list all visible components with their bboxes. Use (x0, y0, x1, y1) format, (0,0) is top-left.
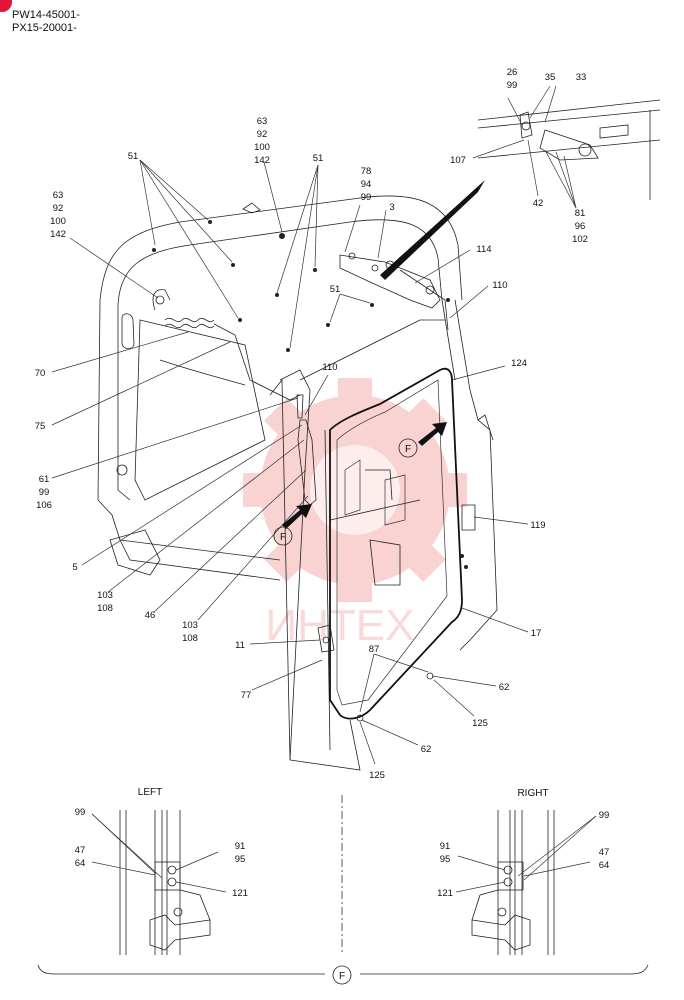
callout-108-a: 108 (97, 603, 113, 614)
callout-107: 107 (450, 155, 466, 166)
callout-106: 106 (36, 500, 52, 511)
callout-125-b: 125 (369, 770, 385, 781)
callout-26: 26 (507, 67, 518, 78)
detail-left-callout-95: 95 (235, 854, 246, 865)
detail-left-callout-99: 99 (75, 807, 86, 818)
callout-103-a: 103 (97, 590, 113, 601)
serial-range: PW14-45001- PX15-20001- (12, 10, 80, 34)
callout-63-left: 63 (53, 190, 64, 201)
view-arrows (282, 422, 447, 529)
serial-line-2: PX15-20001- (12, 22, 77, 34)
callout-100-top: 100 (254, 142, 270, 153)
callout-94: 94 (361, 179, 372, 190)
view-marker-left: F (280, 532, 286, 543)
bolt-markers (152, 220, 468, 569)
callout-11: 11 (235, 640, 245, 651)
callout-51-mid: 51 (313, 153, 324, 164)
callout-119: 119 (530, 520, 545, 531)
spring-assembly (152, 289, 301, 401)
view-marker-right: F (405, 444, 411, 455)
leader-lines (51, 85, 577, 765)
callout-125-a: 125 (472, 718, 488, 729)
view-circle-markers: F F (273, 438, 418, 546)
callout-99-inset: 99 (507, 80, 518, 91)
detail-right-callout-47: 47 (599, 847, 610, 858)
serial-line-1: PW14-45001- (12, 9, 80, 21)
callout-142-left: 142 (50, 229, 66, 240)
callout-51-right: 51 (330, 284, 341, 295)
callout-labels: 26 99 35 33 107 42 81 96 102 63 92 100 1… (35, 67, 588, 781)
detail-right-caption: RIGHT (517, 788, 548, 799)
detail-left: LEFT 99 47 64 91 95 121 (75, 787, 248, 955)
detail-right-callout-64: 64 (599, 860, 610, 871)
callout-62-b: 62 (421, 744, 432, 755)
callout-87: 87 (369, 644, 380, 655)
callout-17: 17 (531, 628, 542, 639)
callout-77: 77 (241, 690, 252, 701)
callout-99-top: 99 (361, 192, 372, 203)
callout-102: 102 (572, 234, 588, 245)
callout-3: 3 (389, 202, 394, 213)
callout-81: 81 (575, 208, 586, 219)
callout-5: 5 (72, 562, 77, 573)
callout-108-b: 108 (182, 633, 198, 644)
callout-114: 114 (476, 244, 491, 255)
callout-70: 70 (35, 368, 46, 379)
callout-46: 46 (145, 610, 156, 621)
callout-42: 42 (533, 198, 544, 209)
detail-right-callout-95: 95 (440, 854, 451, 865)
callout-62-a: 62 (499, 682, 510, 693)
detail-right-callout-91: 91 (440, 841, 451, 852)
detail-left-callout-91: 91 (235, 841, 246, 852)
callout-61: 61 (39, 474, 50, 485)
callout-96: 96 (575, 221, 586, 232)
watermark-gear-hub (310, 445, 400, 535)
gas-strut (296, 394, 317, 506)
callout-63-top: 63 (257, 116, 268, 127)
callout-103-b: 103 (182, 620, 198, 631)
detail-right-callout-121: 121 (437, 888, 453, 899)
footer-view-circle (332, 965, 352, 985)
callout-75: 75 (35, 421, 46, 432)
callout-35: 35 (545, 72, 556, 83)
callout-99-left: 99 (39, 487, 50, 498)
latch-119 (461, 504, 476, 531)
detail-pointer (380, 180, 485, 280)
callout-142-top: 142 (254, 155, 270, 166)
hinge-detail-inset (477, 99, 661, 200)
callout-92-top: 92 (257, 129, 268, 140)
roller-62 (356, 672, 434, 722)
detail-left-callout-121: 121 (232, 888, 248, 899)
detail-left-callout-64: 64 (75, 858, 86, 869)
callout-100-left: 100 (50, 216, 66, 227)
callout-92-left: 92 (53, 203, 64, 214)
callout-33: 33 (576, 72, 587, 83)
callout-78: 78 (361, 166, 372, 177)
callout-124: 124 (511, 358, 527, 369)
callout-110-mid: 110 (322, 362, 337, 373)
page-corner-badge (0, 0, 12, 12)
footer-view-marker: F (339, 971, 345, 982)
detail-right-callout-99: 99 (599, 810, 610, 821)
detail-left-callout-47: 47 (75, 845, 86, 856)
detail-left-caption: LEFT (138, 787, 162, 798)
latch-11 (317, 624, 335, 653)
detail-right: RIGHT 99 91 95 47 64 121 (437, 788, 609, 955)
callout-51-left: 51 (128, 151, 139, 162)
footer-brace (37, 964, 649, 975)
callout-110-right: 110 (492, 280, 507, 291)
